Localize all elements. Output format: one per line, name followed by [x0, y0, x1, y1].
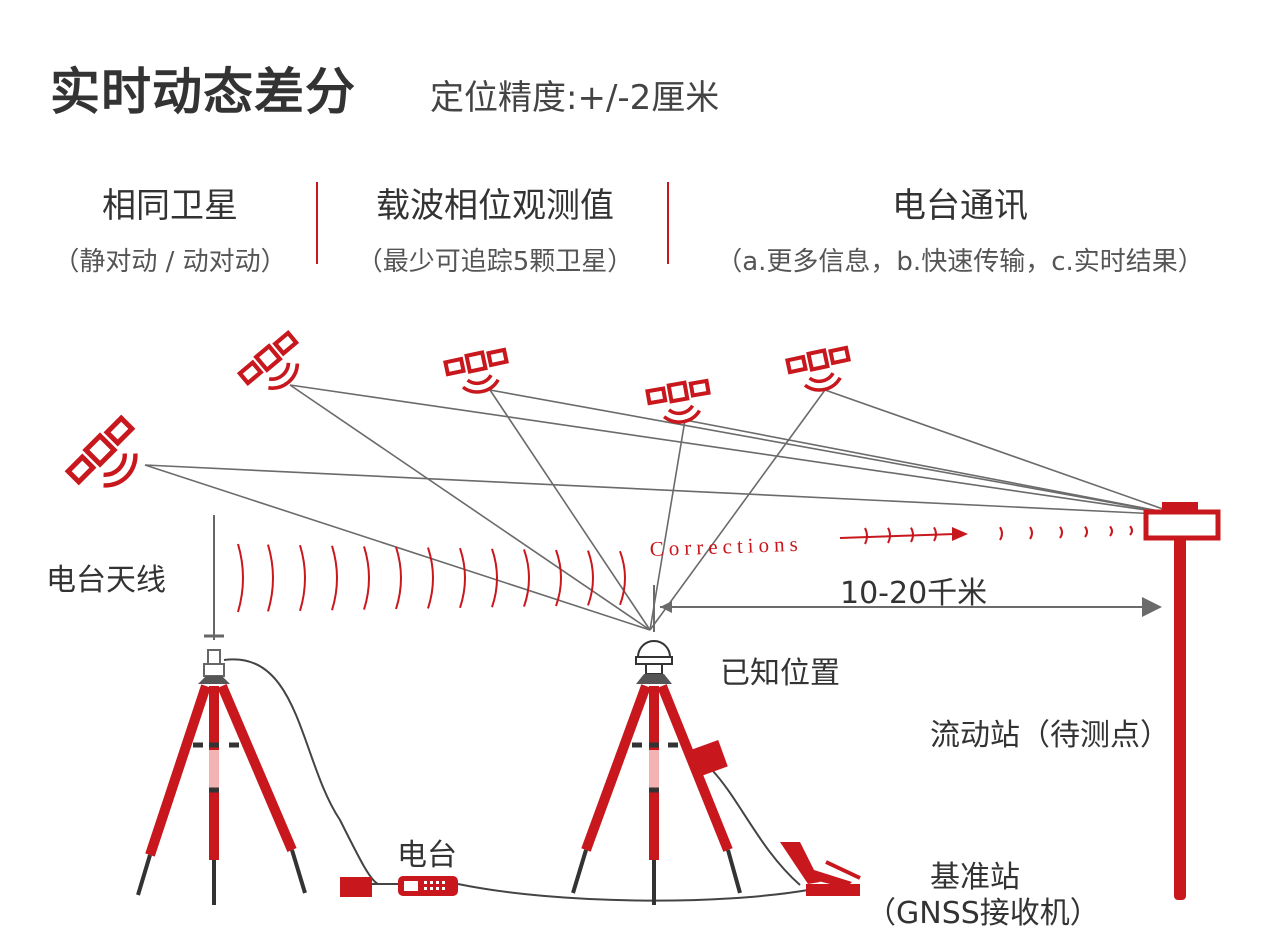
radio-wave-arc [1109, 525, 1113, 537]
corrections-arrow [839, 533, 956, 539]
accuracy-subtitle: 定位精度:+/-2厘米 [430, 78, 720, 118]
column-sub: （最少可追踪5颗卫星） [356, 247, 634, 277]
radio-wave-arc [1084, 525, 1088, 538]
column-heading: 相同卫星 [102, 186, 238, 226]
satellite-icon [442, 345, 514, 400]
tripod-icon [571, 640, 742, 905]
column-divider [316, 182, 318, 264]
column-same-satellite: 相同卫星 （静对动 / 动对动） [40, 178, 300, 278]
radio-wave-arc [523, 549, 530, 607]
radio-wave-arc [1129, 525, 1133, 536]
radio-cable [457, 883, 809, 902]
radio-wave-arc [1029, 526, 1033, 540]
tripod-icon [136, 515, 307, 905]
page-title: 实时动态差分 [50, 63, 356, 121]
gnss-receiver-label: （GNSS接收机） [866, 896, 1100, 931]
corrections-text: Corrections [649, 532, 803, 561]
column-sub: （静对动 / 动对动） [53, 247, 287, 277]
radio-wave-arc [1059, 526, 1063, 539]
radio-wave-arc [331, 545, 338, 611]
known-position-label: 已知位置 [720, 656, 840, 691]
antenna-cable [223, 658, 379, 885]
radio-wave-arc [363, 546, 370, 610]
antenna-label: 电台天线 [46, 563, 166, 598]
radio-device-icon [340, 876, 458, 897]
column-radio-comm: 电台通讯 （a.更多信息，b.快速传输，c.实时结果） [680, 178, 1240, 278]
column-carrier-phase: 载波相位观测值 （最少可追踪5颗卫星） [330, 178, 660, 278]
column-sub: （a.更多信息，b.快速传输，c.实时结果） [716, 247, 1204, 277]
base-station-label: 基准站 [930, 860, 1020, 895]
radio-wave-arc [864, 527, 868, 545]
column-divider [667, 182, 669, 264]
signal-lines [144, 384, 1181, 631]
corrections-arrow-head [952, 527, 968, 541]
radio-wave-arc [555, 549, 562, 607]
radio-wave-arc [395, 546, 402, 610]
radio-wave-arc [427, 547, 434, 609]
satellite-icon [66, 416, 153, 503]
radio-wave-arc [491, 548, 498, 608]
radio-wave-arc [267, 544, 274, 612]
radio-waves [237, 525, 1133, 613]
gnss-receiver-icon [780, 842, 861, 896]
radio-wave-arc [459, 547, 466, 609]
receiver-cable [711, 769, 801, 886]
distance-arrow-tail [660, 601, 672, 613]
satellite-icon [784, 343, 856, 398]
radio-wave-arc [299, 544, 306, 612]
rover-label: 流动站（待测点） [930, 718, 1170, 753]
rover-pole-icon [1143, 502, 1221, 900]
radio-label: 电台 [397, 838, 457, 873]
column-heading: 电台通讯 [892, 186, 1028, 226]
radio-wave-arc [999, 526, 1003, 541]
distance-label: 10-20千米 [840, 576, 988, 611]
radio-wave-arc [619, 550, 626, 606]
radio-wave-arc [237, 543, 244, 613]
radio-wave-arc [587, 550, 594, 606]
column-heading: 载波相位观测值 [376, 186, 614, 226]
